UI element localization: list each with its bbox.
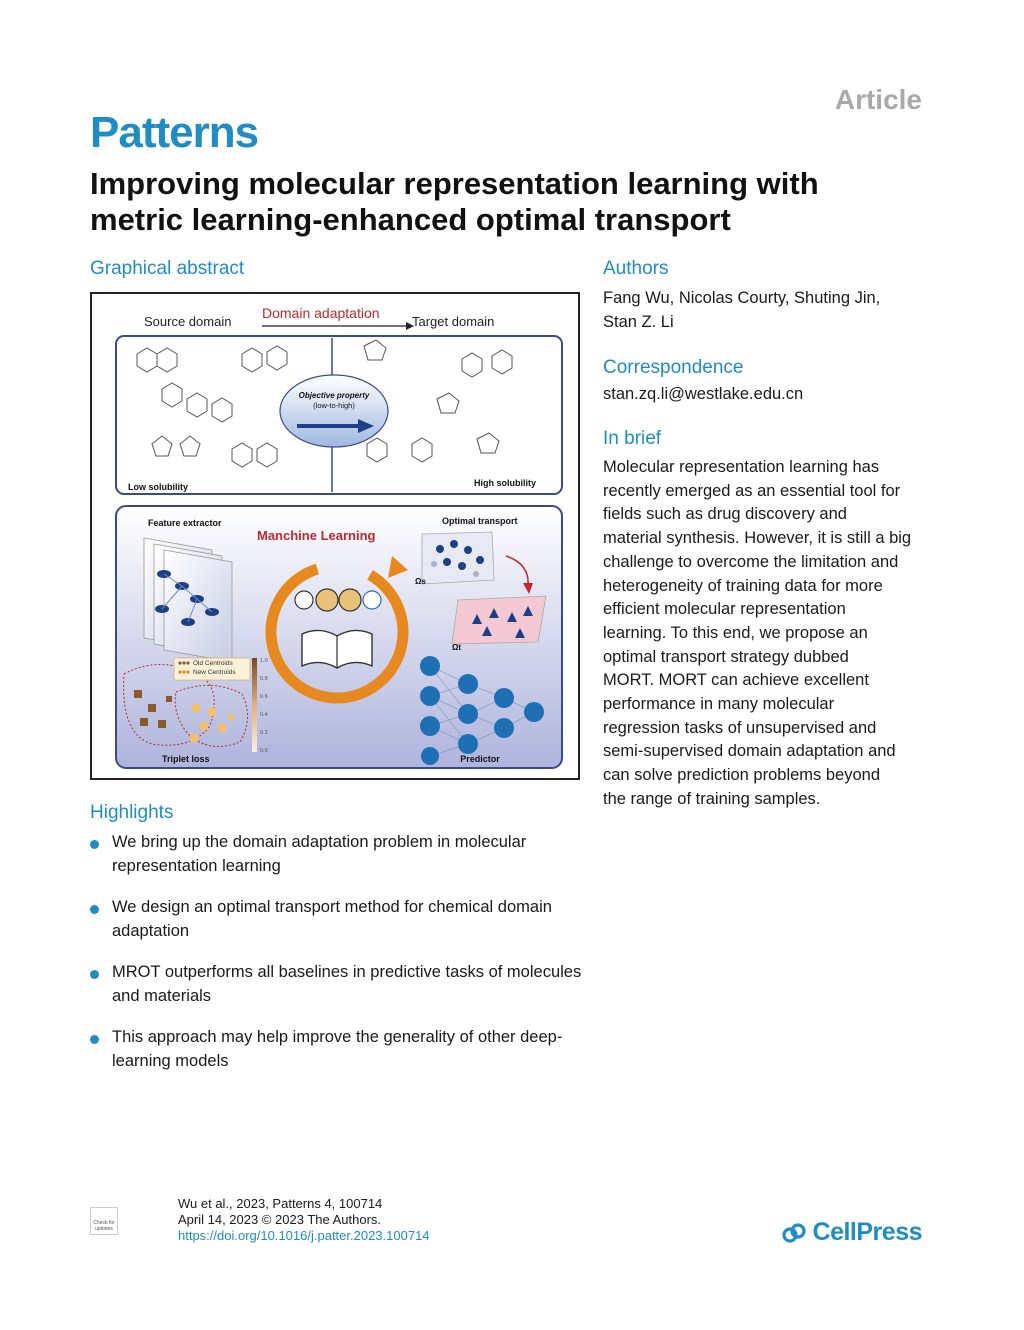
bullet-icon [90, 1035, 99, 1044]
new-centroids-label: New Centroids [193, 669, 236, 676]
new-centroid-swatch [178, 670, 182, 674]
correspondence-heading: Correspondence [603, 357, 744, 378]
svg-text:0.8: 0.8 [260, 676, 268, 682]
predictor-label: Predictor [460, 754, 500, 764]
omega-s-label: Ωs [415, 577, 426, 586]
open-book-icon [301, 629, 373, 669]
colorbar [252, 658, 257, 752]
source-molecules [136, 345, 288, 468]
target-domain-label: Target domain [412, 314, 494, 329]
colorbar-ticks: 1.0 0.8 0.6 0.4 0.2 0.0 [260, 658, 268, 754]
feature-extractor-label: Feature extractor [148, 518, 222, 528]
title-line-1: Improving molecular representation learn… [90, 166, 819, 201]
title-line-2: metric learning-enhanced optimal transpo… [90, 202, 731, 237]
target-distribution-plane [451, 595, 547, 645]
journal-logo[interactable]: Patterns [90, 108, 259, 157]
target-molecules [363, 339, 513, 463]
svg-text:0.4: 0.4 [260, 712, 268, 718]
paper-title: Improving molecular representation learn… [90, 166, 930, 238]
objective-property-ellipse [279, 374, 389, 448]
graphical-abstract-figure: Source domain Domain adaptation Target d… [90, 292, 580, 780]
cellpress-mark-icon [781, 1222, 806, 1243]
svg-text:1.0: 1.0 [260, 658, 268, 664]
footer-citation: Wu et al., 2023, Patterns 4, 100714 Apri… [178, 1196, 430, 1243]
cycle-arrow-head [388, 556, 408, 578]
old-centroid-swatch [178, 661, 182, 665]
machine-learning-label: Manchine Learning [257, 528, 376, 543]
feature-extractor-planes [143, 537, 233, 663]
low-solubility-label: Low solubility [128, 482, 188, 492]
cellpress-wordmark: CellPress [812, 1218, 923, 1246]
doi-link[interactable]: https://doi.org/10.1016/j.patter.2023.10… [178, 1228, 430, 1243]
triplet-loss-label: Triplet loss [162, 754, 210, 764]
centroid-legend [173, 657, 251, 681]
highlight-item: We bring up the domain adaptation proble… [90, 830, 590, 878]
omega-t-label: Ωt [452, 643, 461, 652]
highlights-list: We bring up the domain adaptation proble… [90, 830, 590, 1090]
graphical-abstract-svg: Source domain Domain adaptation Target d… [115, 305, 563, 769]
feature-edges [161, 573, 213, 623]
high-solubility-label: High solubility [474, 478, 536, 488]
brain-icons [294, 588, 382, 612]
new-centroid-squares [190, 704, 234, 742]
bullet-icon [90, 970, 99, 979]
cellpress-logo[interactable]: CellPress [781, 1218, 923, 1247]
highlight-item: We design an optimal transport method fo… [90, 895, 590, 943]
graphical-abstract-heading: Graphical abstract [90, 258, 245, 279]
property-arrow-head [358, 419, 374, 433]
article-type-label: Article [834, 84, 922, 115]
bullet-icon [90, 840, 99, 849]
triplet-cluster-b [174, 684, 248, 747]
triplet-cluster-a [123, 664, 215, 746]
low-to-high-label: (low-to-high) [313, 401, 355, 410]
highlight-item: MROT outperforms all baselines in predic… [90, 960, 590, 1008]
highlights-heading: Highlights [90, 802, 174, 823]
source-points [431, 540, 484, 577]
domain-arrow-head [406, 322, 414, 330]
domain-adaptation-label: Domain adaptation [262, 305, 380, 321]
optimal-transport-label: Optimal transport [442, 516, 518, 526]
authors-list: Fang Wu, Nicolas Courty, Shuting Jin, St… [603, 289, 881, 331]
in-brief-heading: In brief [603, 428, 662, 449]
check-for-updates-badge[interactable]: Check for updates [90, 1207, 118, 1235]
objective-property-label: Objective property [299, 391, 370, 400]
svg-text:0.6: 0.6 [260, 694, 268, 700]
in-brief-text: Molecular representation learning has re… [603, 458, 912, 808]
authors-heading: Authors [603, 258, 669, 279]
svg-text:0.2: 0.2 [260, 730, 268, 736]
bullet-icon [90, 905, 99, 914]
predictor-nodes [420, 656, 544, 765]
learning-cycle-arrow [265, 560, 409, 704]
old-centroid-squares [134, 690, 172, 728]
transport-arrow-head [523, 583, 533, 594]
transport-arrow [505, 555, 529, 587]
correspondence-email[interactable]: stan.zq.li@westlake.edu.cn [603, 385, 804, 403]
old-centroids-label: Old Centroids [193, 660, 233, 667]
highlight-item: This approach may help improve the gener… [90, 1025, 590, 1073]
svg-text:0.0: 0.0 [260, 748, 268, 754]
source-domain-label: Source domain [144, 314, 231, 329]
target-points [472, 606, 533, 638]
